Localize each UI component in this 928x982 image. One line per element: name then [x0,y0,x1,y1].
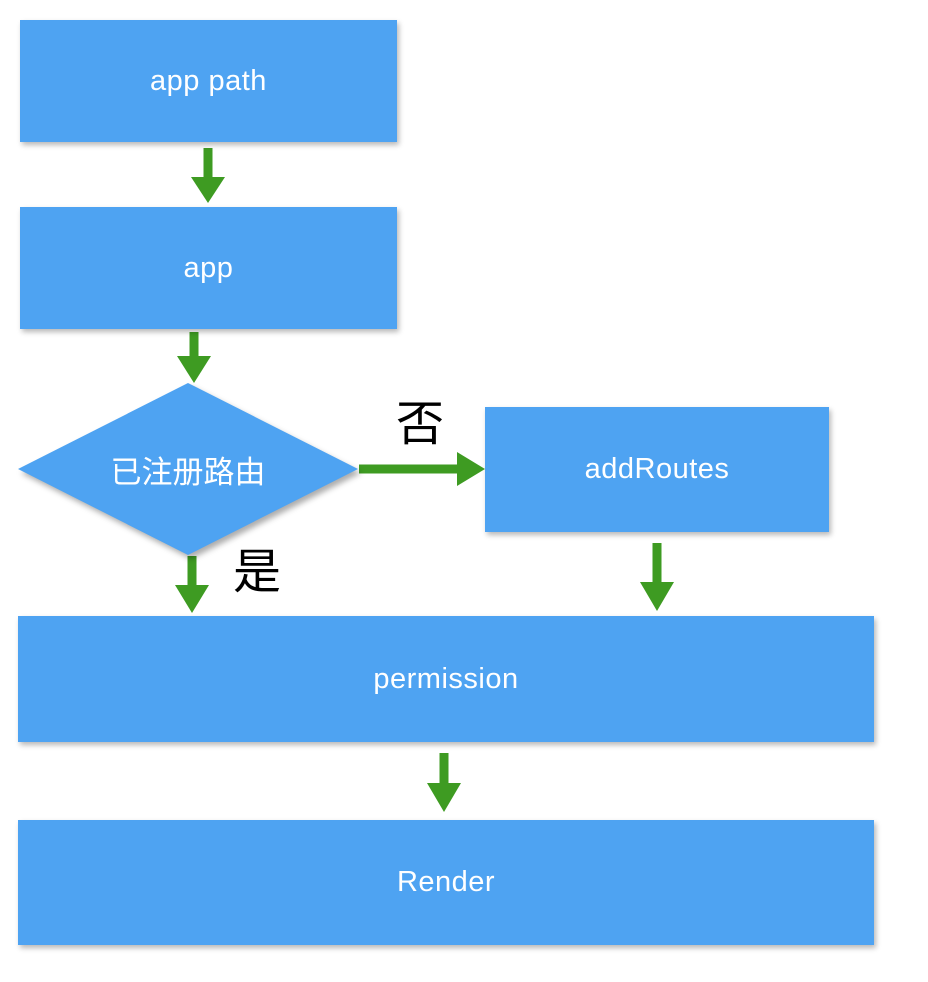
node-app-path: app path [20,20,397,142]
node-app-path-label: app path [150,64,267,97]
arrow-decision-to-addroutes [359,452,485,486]
node-app-label: app [183,251,234,284]
node-addroutes: addRoutes [485,407,829,532]
node-permission: permission [18,616,874,742]
node-decision: 已注册路由 [18,383,358,555]
arrow-app-to-decision [177,332,211,383]
node-decision-label: 已注册路由 [110,454,266,490]
arrow-addroutes-to-permission [640,543,674,611]
node-addroutes-label: addRoutes [584,453,730,485]
arrow-app-path-to-app [191,148,225,203]
node-render: Render [18,820,874,945]
arrow-decision-to-permission [175,556,209,613]
edge-label-no: 否 [396,398,445,451]
edge-label-yes: 是 [233,546,282,599]
node-render-label: Render [396,866,496,898]
decision-diamond-shape: 已注册路由 [18,383,358,555]
arrow-permission-to-render [427,753,461,812]
node-app: app [20,207,397,329]
node-permission-label: permission [373,662,519,695]
